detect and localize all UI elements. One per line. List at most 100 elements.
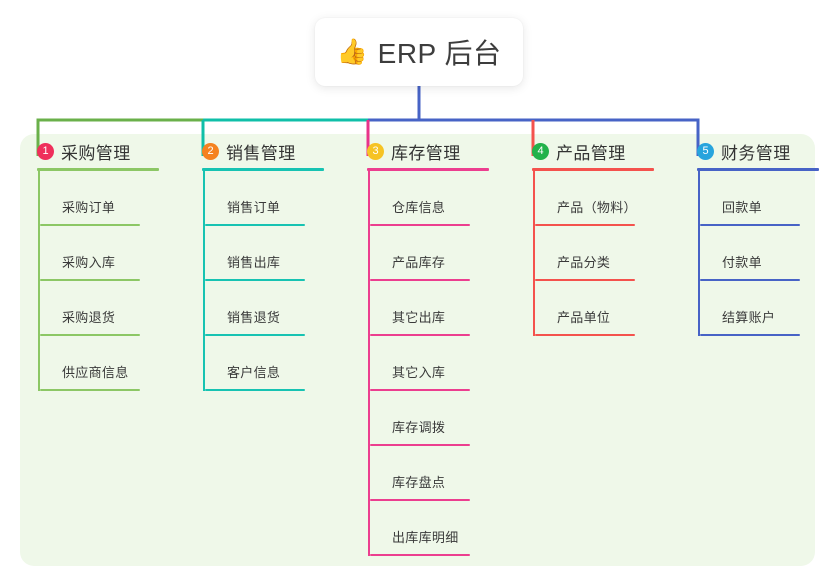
branch-item-label: 供应商信息	[62, 365, 129, 380]
branch-spine	[38, 171, 40, 391]
branch-item-rule	[40, 224, 140, 226]
branch-item-rule	[700, 334, 800, 336]
branch-item-label: 仓库信息	[392, 200, 446, 215]
branch-item-label: 采购退货	[62, 310, 116, 325]
branch-item[interactable]: 采购入库	[38, 226, 183, 281]
branch-header-2[interactable]: 2 销售管理	[198, 134, 348, 168]
branch-number-badge: 5	[697, 142, 714, 160]
branch-item-label: 产品单位	[557, 310, 611, 325]
branch-item-rule	[40, 279, 140, 281]
branch-item-rule	[370, 554, 470, 556]
branch-item-label: 采购订单	[62, 200, 116, 215]
branch-number-badge: 2	[202, 142, 219, 160]
branch-item-rule	[205, 334, 305, 336]
branch-item-label: 客户信息	[227, 365, 281, 380]
branch-item[interactable]: 出库库明细	[368, 501, 513, 556]
branch-item-label: 付款单	[722, 255, 762, 270]
branch-item-label: 销售出库	[227, 255, 281, 270]
branch-item[interactable]: 结算账户	[698, 281, 839, 336]
branch-item-rule	[205, 389, 305, 391]
branch-item-label: 采购入库	[62, 255, 116, 270]
branch-item-rule	[40, 389, 140, 391]
thumbs-up-icon: 👍	[336, 37, 368, 66]
branch-item-rule	[535, 224, 635, 226]
branch-item-label: 销售退货	[227, 310, 281, 325]
branch-item[interactable]: 产品单位	[533, 281, 678, 336]
root-title: ERP 后台	[377, 38, 502, 69]
branch-item[interactable]: 产品分类	[533, 226, 678, 281]
branch-item[interactable]: 产品库存	[368, 226, 513, 281]
branch-number-badge: 4	[532, 142, 549, 160]
branch-title: 库存管理	[391, 143, 461, 163]
branch-item-rule	[40, 334, 140, 336]
branch-item-rule	[535, 279, 635, 281]
branch-item-label: 结算账户	[722, 310, 776, 325]
branch-items: 仓库信息产品库存其它出库其它入库库存调拨库存盘点出库库明细	[368, 171, 513, 556]
branch-item[interactable]: 产品（物料）	[533, 171, 678, 226]
branch-item-rule	[370, 444, 470, 446]
branch-item[interactable]: 采购退货	[38, 281, 183, 336]
branch-item[interactable]: 其它出库	[368, 281, 513, 336]
branch-item-rule	[700, 224, 800, 226]
branch-header-3[interactable]: 3 库存管理	[363, 134, 513, 168]
branch-title: 销售管理	[226, 143, 296, 163]
branch-title: 产品管理	[556, 143, 626, 163]
branch-item-label: 回款单	[722, 200, 762, 215]
branch-item[interactable]: 销售出库	[203, 226, 348, 281]
branch-items: 销售订单销售出库销售退货客户信息	[203, 171, 348, 391]
branch-item[interactable]: 回款单	[698, 171, 839, 226]
branch-item-rule	[370, 224, 470, 226]
branch-item[interactable]: 付款单	[698, 226, 839, 281]
branch-spine	[368, 171, 370, 556]
branch-items: 产品（物料） 产品分类产品单位	[533, 171, 678, 336]
branch-item-label: 库存调拨	[392, 420, 446, 435]
branch-items: 回款单付款单结算账户	[698, 171, 839, 336]
branch-item-rule	[205, 224, 305, 226]
root-node[interactable]: 👍 ERP 后台	[315, 18, 523, 86]
branch-header-rule	[37, 168, 159, 171]
branch-item-label: 库存盘点	[392, 475, 446, 490]
branch-item-rule	[370, 334, 470, 336]
branch-item[interactable]: 客户信息	[203, 336, 348, 391]
branch-header-rule	[202, 168, 324, 171]
branch-item-label: 产品库存	[392, 255, 446, 270]
branch-item[interactable]: 供应商信息	[38, 336, 183, 391]
branch-spine	[533, 171, 535, 336]
branch-column-3: 3 库存管理仓库信息产品库存其它出库其它入库库存调拨库存盘点出库库明细	[363, 134, 513, 556]
branch-item-rule	[370, 389, 470, 391]
branch-number-badge: 1	[37, 142, 54, 160]
branch-item[interactable]: 采购订单	[38, 171, 183, 226]
branch-number-badge: 3	[367, 142, 384, 160]
branch-header-5[interactable]: 5 财务管理	[693, 134, 839, 168]
branch-item-label: 产品分类	[557, 255, 611, 270]
branch-column-5: 5 财务管理回款单付款单结算账户	[693, 134, 839, 336]
branch-header-rule	[697, 168, 819, 171]
branch-spine	[203, 171, 205, 391]
branch-title: 财务管理	[721, 143, 791, 163]
branch-item[interactable]: 库存调拨	[368, 391, 513, 446]
branch-item[interactable]: 库存盘点	[368, 446, 513, 501]
branches-panel	[20, 134, 815, 566]
branch-column-4: 4 产品管理产品（物料） 产品分类产品单位	[528, 134, 678, 336]
branch-item-label: 其它入库	[392, 365, 446, 380]
branch-header-4[interactable]: 4 产品管理	[528, 134, 678, 168]
branch-item[interactable]: 销售退货	[203, 281, 348, 336]
branch-item-label: 销售订单	[227, 200, 281, 215]
branch-item-rule	[205, 279, 305, 281]
branch-item-rule	[700, 279, 800, 281]
branch-item-rule	[370, 499, 470, 501]
branch-item-label: 其它出库	[392, 310, 446, 325]
branch-item-label: 出库库明细	[392, 530, 459, 545]
branch-item[interactable]: 销售订单	[203, 171, 348, 226]
branch-header-rule	[367, 168, 489, 171]
branch-item-rule	[535, 334, 635, 336]
branch-spine	[698, 171, 700, 336]
branch-item[interactable]: 其它入库	[368, 336, 513, 391]
branch-item[interactable]: 仓库信息	[368, 171, 513, 226]
branch-items: 采购订单采购入库采购退货供应商信息	[38, 171, 183, 391]
branch-item-label: 产品（物料）	[557, 200, 637, 215]
